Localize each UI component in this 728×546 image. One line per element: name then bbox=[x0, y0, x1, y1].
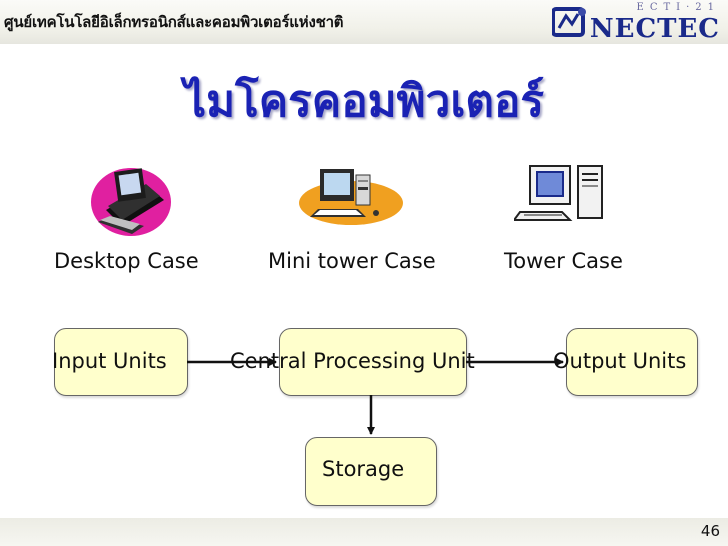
logo-mark-icon bbox=[552, 7, 586, 37]
storage-box bbox=[305, 437, 437, 506]
caption-tower-case: Tower Case bbox=[504, 249, 623, 273]
logo-tagline: ECTI·21 bbox=[636, 2, 720, 13]
output-units-box bbox=[566, 328, 698, 396]
slide-title: ไมโครคอมพิวเตอร์ bbox=[183, 76, 545, 127]
organization-name: ศูนย์เทคโนโลยีอิเล็กทรอนิกส์และคอมพิวเตอ… bbox=[4, 13, 344, 31]
mini-tower-computer-icon bbox=[299, 169, 403, 225]
cpu-label: Central Processing Unit bbox=[230, 349, 475, 373]
desktop-computer-icon bbox=[91, 168, 171, 236]
nectec-logo: ECTI·21 NECTEC bbox=[552, 2, 722, 44]
caption-mini-tower-case: Mini tower Case bbox=[268, 249, 436, 273]
input-units-label: Input Units bbox=[52, 349, 167, 373]
cpu-box bbox=[279, 328, 467, 396]
input-units-box bbox=[54, 328, 188, 396]
footer-bar bbox=[0, 518, 728, 546]
header-bar: ศูนย์เทคโนโลยีอิเล็กทรอนิกส์และคอมพิวเตอ… bbox=[0, 0, 728, 44]
page-number: 46 bbox=[700, 522, 720, 540]
caption-desktop-case: Desktop Case bbox=[54, 249, 199, 273]
tower-computer-icon bbox=[514, 165, 603, 221]
output-units-label: Output Units bbox=[553, 349, 687, 373]
storage-label: Storage bbox=[322, 457, 405, 481]
logo-wordmark: NECTEC bbox=[589, 14, 720, 44]
